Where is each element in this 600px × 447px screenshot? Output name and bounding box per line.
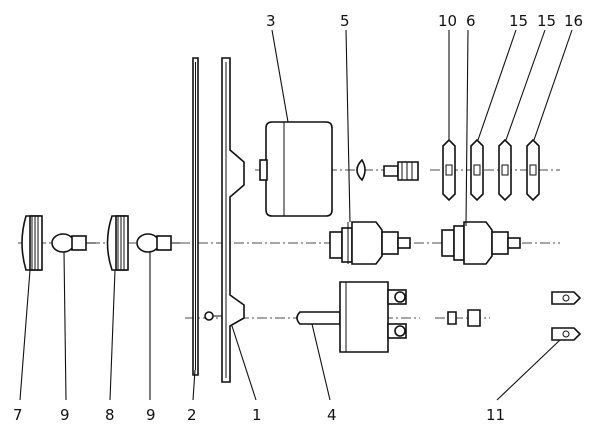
part-small-screw-nut [447,309,481,327]
label-16: 16 [564,12,583,30]
label-4: 4 [327,406,337,424]
label-1: 1 [252,406,262,424]
part-number-labels: 3 5 10 6 15 15 16 7 9 8 9 2 1 4 11 [13,12,583,424]
part-1-bracket [204,57,245,383]
part-7-knob [21,215,43,271]
label-2: 2 [187,406,197,424]
label-6: 6 [466,12,476,30]
label-10: 10 [438,12,457,30]
part-6-socket [441,221,521,265]
label-8: 8 [105,406,115,424]
part-8-knob [106,215,129,271]
label-15b: 15 [537,12,556,30]
part-9-bulb-right [136,233,180,253]
part-9-bulb-left [51,233,96,253]
part-15-fuse-b [498,138,512,202]
label-9a: 9 [60,406,70,424]
label-5: 5 [340,12,350,30]
part-11-terminals [551,291,582,341]
label-7: 7 [13,406,23,424]
part-4-switch [296,281,407,353]
label-9b: 9 [146,406,156,424]
part-5-socket [329,221,411,265]
part-3-housing [259,121,333,217]
leader-lines [19,29,573,401]
part-10-fuse [442,138,456,202]
part-clip-and-screw [356,158,419,182]
part-2-plate [192,57,199,376]
label-15a: 15 [509,12,528,30]
label-3: 3 [266,12,276,30]
part-15-fuse-a [470,138,484,202]
label-11: 11 [486,406,505,424]
part-16-fuse [526,138,540,202]
